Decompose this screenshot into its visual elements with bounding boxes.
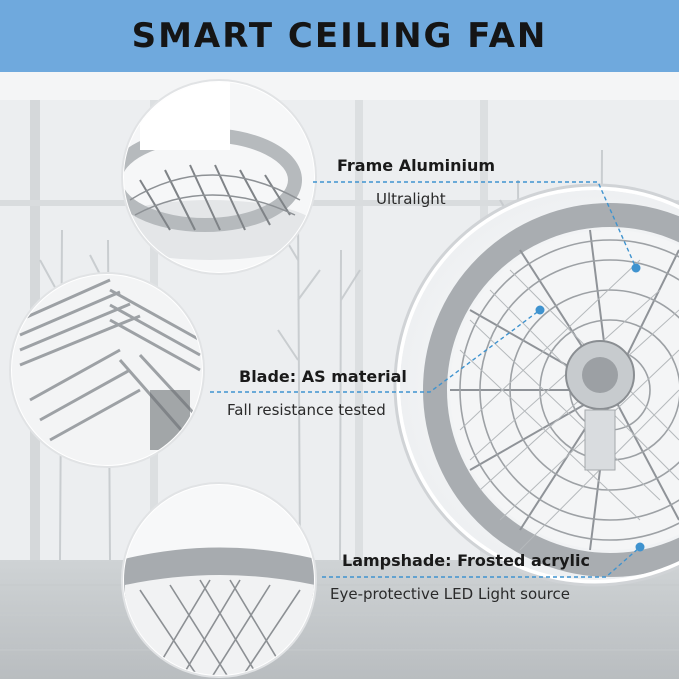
callout-dots bbox=[535, 263, 645, 552]
detail-frame bbox=[121, 79, 317, 275]
feature-frame-subtitle: Ultralight bbox=[376, 190, 446, 208]
callout-lines bbox=[210, 181, 641, 578]
feature-lampshade-title: Lampshade: Frosted acrylic bbox=[342, 551, 590, 570]
feature-lampshade-subtitle: Eye-protective LED Light source bbox=[330, 585, 570, 603]
detail-blade bbox=[9, 272, 205, 468]
title-banner: SMART CEILING FAN bbox=[0, 0, 679, 72]
feature-frame-title: Frame Aluminium bbox=[337, 156, 496, 175]
feature-blade-subtitle: Fall resistance tested bbox=[227, 401, 386, 419]
feature-blade-title: Blade: AS material bbox=[239, 367, 407, 386]
product-illustration bbox=[0, 72, 679, 679]
fan-main-view bbox=[393, 183, 679, 587]
page-title: SMART CEILING FAN bbox=[131, 16, 548, 56]
